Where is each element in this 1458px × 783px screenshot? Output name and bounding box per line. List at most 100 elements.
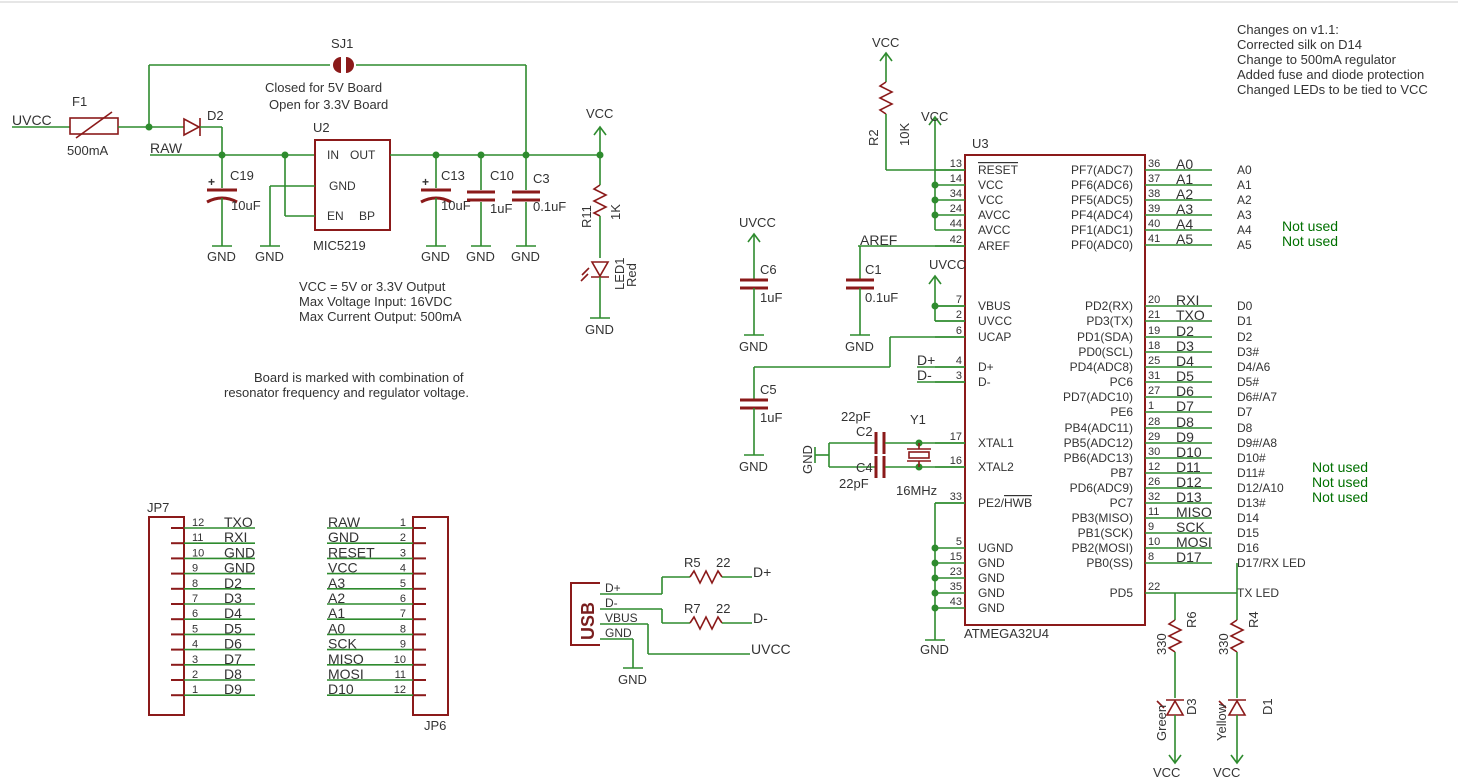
pin-name: PC7: [1110, 496, 1134, 510]
net-label: D2: [224, 575, 242, 591]
pin-name: D-: [978, 375, 991, 389]
mcu-body: [964, 154, 1146, 626]
net-label: TXO: [224, 514, 253, 530]
svg-text:Changes on v1.1:: Changes on v1.1:: [1237, 22, 1339, 37]
svg-text:D3: D3: [1184, 698, 1199, 715]
svg-text:VCC: VCC: [1153, 765, 1180, 780]
pin-number: 35: [950, 581, 962, 593]
svg-text:500mA: 500mA: [67, 143, 109, 158]
net-label: GND: [224, 560, 255, 576]
svg-text:Changed LEDs to be tied to VCC: Changed LEDs to be tied to VCC: [1237, 82, 1428, 97]
arduino-label: TX LED: [1237, 586, 1279, 600]
vcc-symbol-r2: VCC: [872, 35, 899, 82]
arduino-label: D5#: [1237, 375, 1259, 389]
pin-name: PE2/HWB: [978, 496, 1032, 510]
svg-text:GND: GND: [739, 459, 768, 474]
pin-name: VCC: [978, 193, 1004, 207]
pin-number: 5: [192, 623, 198, 635]
pin-number: 30: [1148, 446, 1160, 458]
pin-number: 1: [400, 517, 406, 529]
svg-text:10K: 10K: [897, 123, 912, 146]
arduino-label: A2: [1237, 193, 1252, 207]
pin-name: AREF: [978, 239, 1010, 253]
svg-text:C13: C13: [441, 168, 465, 183]
svg-text:VCC: VCC: [586, 106, 613, 121]
arduino-label: D16: [1237, 541, 1259, 555]
pin-name: PF5(ADC5): [1071, 193, 1133, 207]
svg-text:R5: R5: [684, 555, 701, 570]
pin-number: 9: [1148, 521, 1154, 533]
svg-text:Corrected silk on D14: Corrected silk on D14: [1237, 37, 1362, 52]
svg-text:MIC5219: MIC5219: [313, 238, 366, 253]
net-label: A2: [328, 590, 345, 606]
net-label: A0: [328, 620, 345, 636]
pin-number: 23: [950, 566, 962, 578]
pin-number: 20: [1148, 294, 1160, 306]
header-jp6: JP6 1RAW2GND3RESET4VCC5A36A27A18A09SCK10…: [327, 514, 449, 733]
svg-text:UVCC: UVCC: [751, 641, 791, 657]
net-label: D8: [1176, 414, 1194, 430]
board-note: Board is marked with combination of reso…: [224, 370, 469, 400]
svg-text:C6: C6: [760, 262, 777, 277]
vcc-symbol-mcu: VCC: [921, 109, 948, 230]
pin-number: 9: [400, 639, 406, 651]
vcc-note: VCC = 5V or 3.3V Output Max Voltage Inpu…: [299, 279, 462, 324]
pin-name: PF6(ADC6): [1071, 178, 1133, 192]
pin-number: 12: [192, 517, 204, 529]
pin-name: VCC: [978, 178, 1004, 192]
svg-text:C5: C5: [760, 382, 777, 397]
net-label: D10: [328, 681, 354, 697]
svg-text:JP6: JP6: [424, 718, 446, 733]
arduino-label: D1: [1237, 314, 1253, 328]
pin-number: 24: [950, 203, 962, 215]
arduino-label: D4/A6: [1237, 360, 1271, 374]
net-label: D6: [1176, 383, 1194, 399]
svg-text:GND: GND: [511, 249, 540, 264]
svg-text:R4: R4: [1246, 611, 1261, 628]
net-label: D8: [224, 666, 242, 682]
svg-text:resonator frequency and regula: resonator frequency and regulator voltag…: [224, 385, 469, 400]
resistor-r11: R11 1K: [579, 155, 623, 258]
pin-name: UCAP: [978, 330, 1011, 344]
pin-number: 37: [1148, 173, 1160, 185]
svg-text:SJ1: SJ1: [331, 36, 353, 51]
pin-number: 5: [400, 578, 406, 590]
svg-text:GND: GND: [255, 249, 284, 264]
pin-name: UGND: [978, 541, 1014, 555]
capacitor-c1: C1 0.1uF GND: [845, 246, 898, 354]
svg-text:VCC = 5V or 3.3V Output: VCC = 5V or 3.3V Output: [299, 279, 446, 294]
svg-text:R6: R6: [1184, 611, 1199, 628]
arduino-label: D11#: [1237, 466, 1265, 480]
svg-text:VBUS: VBUS: [605, 611, 638, 625]
pin-number: 21: [1148, 309, 1160, 321]
pin-number: 7: [192, 593, 198, 605]
pin-number: 1: [1148, 400, 1154, 412]
pin-name: PB3(MISO): [1072, 511, 1133, 525]
svg-text:U2: U2: [313, 120, 330, 135]
net-label: A4: [1176, 216, 1193, 232]
capacitor-c3: C3 0.1uF GND: [511, 155, 566, 264]
arduino-label: D7: [1237, 405, 1253, 419]
pin-number: 42: [950, 234, 962, 246]
svg-text:USB: USB: [578, 602, 598, 640]
